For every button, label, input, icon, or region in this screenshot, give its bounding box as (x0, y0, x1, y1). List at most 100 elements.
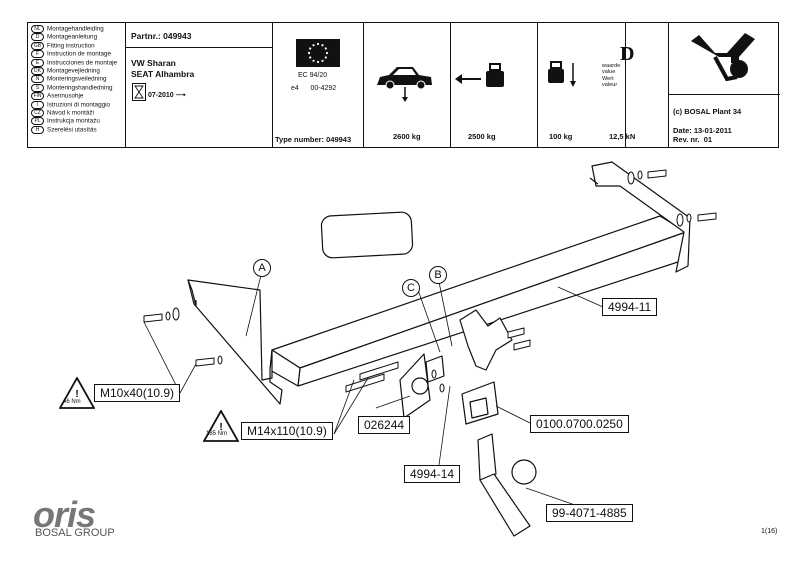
language-code: D (31, 33, 44, 42)
part-bracket: 026244 (358, 416, 411, 434)
language-code: S (31, 83, 44, 92)
eu-star (309, 56, 312, 59)
language-code: F (31, 50, 44, 59)
page-number: 1(16) (761, 528, 778, 535)
language-code: N (31, 75, 44, 84)
revision: Rev. nr. 01 (673, 135, 713, 144)
language-code: I (31, 100, 44, 109)
right-bolts (627, 169, 717, 227)
language-text: Instrucciones de montaje (47, 59, 118, 67)
approval-code: e4 00-4292 (291, 85, 337, 92)
identification-plate (320, 211, 414, 259)
language-code: GB (31, 41, 44, 50)
leader-lines (143, 270, 604, 514)
part-ball: 99-4071-4885 (546, 504, 633, 522)
torque-small: 46 Nm (63, 399, 81, 405)
eu-star (325, 51, 329, 55)
language-text: Instrukcja montażu (47, 118, 100, 126)
language-text: Montagehandleiding (47, 25, 104, 33)
d-value: 12,5 kN (609, 132, 636, 141)
vehicle-line1: VW Sharan (131, 58, 176, 68)
right-bracket (589, 161, 691, 273)
language-text: Fitting instruction (47, 42, 95, 50)
flange-plate (399, 353, 445, 419)
approval-standard: EC 94/20 (298, 72, 328, 79)
language-code: DK (31, 67, 44, 75)
language-text: Instruction de montage (47, 50, 112, 58)
socket-block (461, 381, 499, 425)
torque-warning-icon: ! (203, 410, 239, 442)
svg-text:!: ! (219, 422, 222, 433)
producer: (c) BOSAL Plant 34 (673, 107, 742, 116)
d-symbol: D (620, 43, 635, 65)
language-code: H (31, 125, 44, 134)
date: Date: 13-01-2011 (673, 126, 732, 135)
part-washer: 4994-14 (404, 465, 461, 483)
type-number: Type number: 049943 (275, 135, 352, 144)
language-code: CZ (31, 109, 44, 117)
language-text: Návod k montáži (47, 109, 94, 117)
language-code: E (31, 58, 44, 67)
car-weight-icon (377, 67, 432, 102)
language-code: PL (31, 117, 44, 126)
max-vehicle-weight: 2600 kg (393, 132, 421, 141)
callout-c: C (402, 279, 420, 297)
part-socket: 0100.0700.0250 (530, 415, 629, 433)
max-vertical-load: 100 kg (549, 132, 573, 141)
eu-star (307, 51, 311, 55)
language-code: FIN (31, 92, 44, 101)
eu-star (316, 42, 320, 46)
eu-flag-icon (296, 39, 340, 67)
bolt-small: M10x40(10.9) (94, 384, 181, 402)
language-text: Szerelési utasítás (47, 126, 97, 134)
language-text: Monteringsveiledning (47, 76, 107, 84)
torque-warning-icon: ! (59, 377, 95, 409)
eu-star (316, 60, 320, 64)
eu-star (321, 44, 324, 47)
bolt-large: M14x110(10.9) (241, 422, 333, 440)
language-text: Montageanleitung (47, 34, 98, 42)
svg-text:!: ! (75, 389, 78, 400)
vertical-load-icon (548, 61, 576, 87)
trailer-weight-icon (455, 63, 504, 87)
left-bracket (187, 279, 283, 405)
language-text: Istruzioni di montaggio (47, 101, 111, 109)
eu-star (324, 47, 327, 50)
torque-large: 185 Nm (206, 431, 228, 437)
eu-star (309, 47, 312, 50)
language-text: Monteringshandledning (47, 84, 113, 92)
eu-star (324, 56, 327, 59)
crossbar (269, 215, 687, 387)
vehicle-line2: SEAT Alhambra (131, 69, 195, 79)
language-text: Montagevejledning (47, 67, 100, 75)
eu-star (312, 59, 315, 62)
part-number: Partnr.: 049943 (131, 31, 192, 41)
language-text: Asennusohje (47, 92, 84, 100)
language-code: NL (31, 25, 44, 33)
part-crossbar: 4994-11 (602, 298, 658, 316)
callout-b: B (429, 266, 447, 284)
brand-group: BOSAL GROUP (35, 527, 115, 539)
callout-a: A (253, 259, 271, 277)
date-from: 07-2010 ⟶ (148, 92, 186, 99)
max-trailer-weight: 2500 kg (468, 132, 496, 141)
ball-neck (477, 433, 537, 537)
hourglass-icon (132, 83, 146, 101)
eu-star (312, 44, 315, 47)
eu-star (321, 59, 324, 62)
arrow-right-icon: ⟶ (175, 92, 186, 99)
towbar-icon (691, 33, 755, 82)
